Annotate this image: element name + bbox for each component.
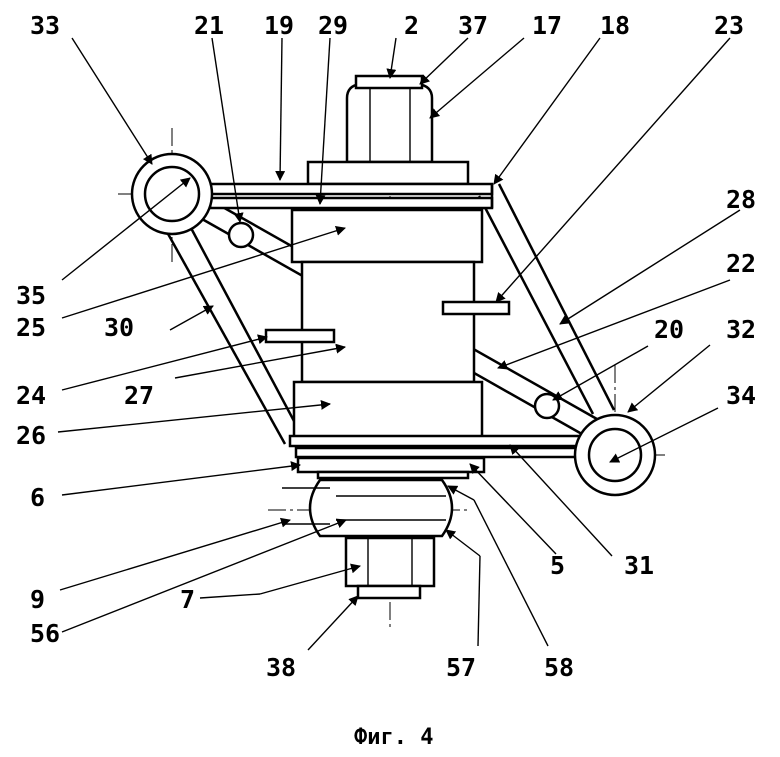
- rod-28: [477, 183, 616, 415]
- label-26: 26: [16, 421, 46, 450]
- figure-caption: Фиг. 4: [354, 725, 433, 750]
- joint-21: [227, 221, 255, 249]
- label-28: 28: [726, 185, 756, 214]
- label-58: 58: [544, 653, 574, 682]
- label-2: 2: [404, 11, 419, 40]
- label-29: 29: [318, 11, 348, 40]
- label-9: 9: [30, 585, 45, 614]
- label-18: 18: [600, 11, 630, 40]
- label-19: 19: [264, 11, 294, 40]
- label-31: 31: [624, 551, 654, 580]
- rod-30: [165, 227, 304, 445]
- top-nut: [345, 74, 434, 164]
- hub-33: [130, 152, 214, 236]
- label-34: 34: [726, 381, 756, 410]
- joint-20: [533, 392, 561, 420]
- label-38: 38: [266, 653, 296, 682]
- label-57: 57: [446, 653, 476, 682]
- label-37: 37: [458, 11, 488, 40]
- lower-plate: [288, 434, 592, 459]
- label-56: 56: [30, 619, 60, 648]
- label-20: 20: [654, 315, 684, 344]
- base: [296, 456, 486, 480]
- lower-body: [282, 478, 454, 538]
- upper-plate: [208, 182, 494, 210]
- label-5: 5: [550, 551, 565, 580]
- label-35: 35: [16, 281, 46, 310]
- label-25: 25: [16, 313, 46, 342]
- label-33: 33: [30, 11, 60, 40]
- label-27: 27: [124, 381, 154, 410]
- bottom-nut: [344, 536, 436, 600]
- hub-32: [573, 413, 657, 497]
- label-17: 17: [532, 11, 562, 40]
- label-30: 30: [104, 313, 134, 342]
- upper-housing: [290, 160, 484, 384]
- label-6: 6: [30, 483, 45, 512]
- bar-24: [264, 328, 336, 344]
- label-7: 7: [180, 585, 195, 614]
- bar-18: [441, 300, 511, 316]
- label-23: 23: [714, 11, 744, 40]
- label-32: 32: [726, 315, 756, 344]
- lower-housing: [292, 380, 484, 440]
- label-21: 21: [194, 11, 224, 40]
- leader-lines: [57, 37, 741, 651]
- label-24: 24: [16, 381, 46, 410]
- label-22: 22: [726, 249, 756, 278]
